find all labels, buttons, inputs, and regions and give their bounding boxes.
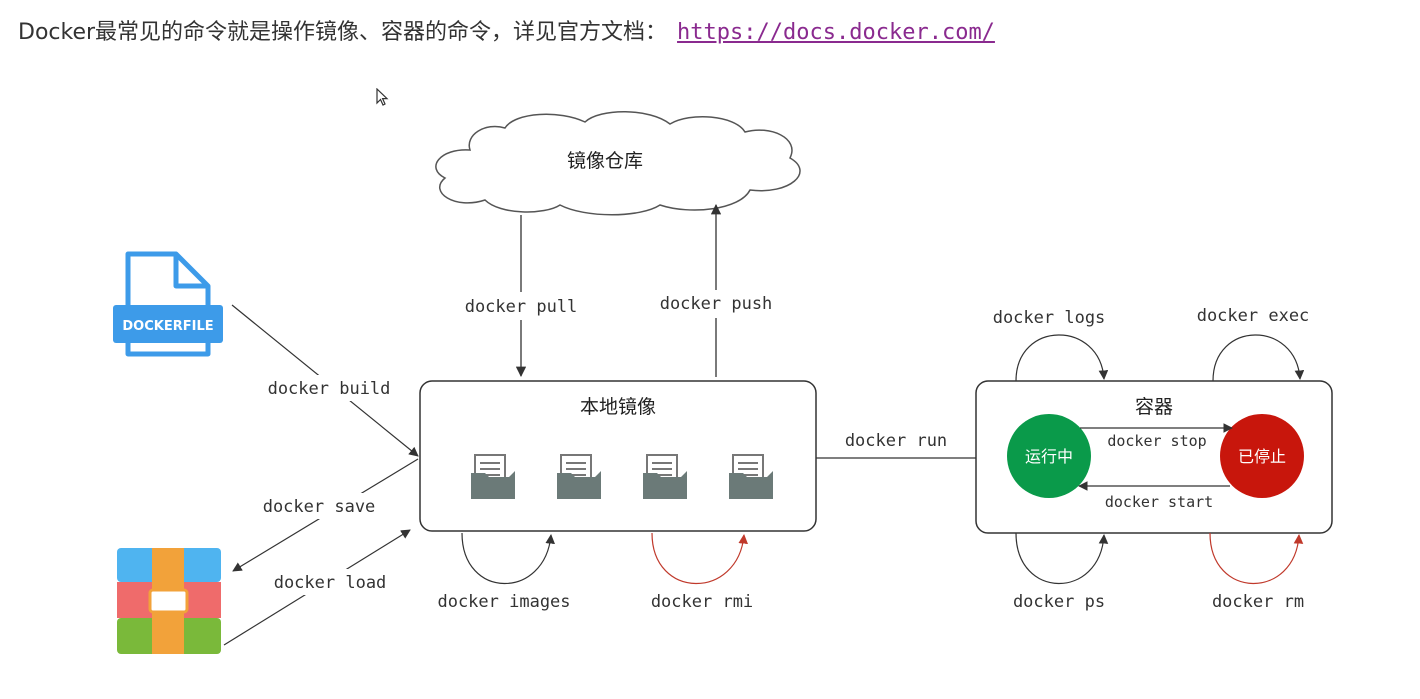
docker-images-label: docker images: [437, 592, 570, 612]
local-images-box: [419, 380, 817, 532]
docs-link[interactable]: https://docs.docker.com/: [677, 20, 995, 45]
ps-loop-arrow: [1015, 532, 1109, 584]
rmi-loop-arrow: [651, 532, 748, 584]
stopped-state-circle: [1220, 414, 1304, 498]
docker-logs-label: docker logs: [993, 308, 1106, 328]
docker-load-label: docker load: [274, 573, 387, 593]
image-file-icon: [471, 454, 515, 499]
local-images-label: 本地镜像: [580, 396, 656, 418]
dockerfile-label: DOCKERFILE: [122, 319, 213, 334]
stopped-state-label: 已停止: [1238, 447, 1286, 466]
docker-rmi-label: docker rmi: [651, 592, 753, 612]
image-file-icon: [643, 454, 687, 499]
docker-rm-label: docker rm: [1212, 592, 1304, 612]
archive-icon: [117, 548, 221, 654]
header-text: Docker最常见的命令就是操作镜像、容器的命令，详见官方文档： https://…: [18, 14, 995, 46]
registry-cloud: 镜像仓库: [435, 111, 801, 216]
docker-save-label: docker save: [263, 497, 376, 517]
docker-ps-label: docker ps: [1013, 592, 1105, 612]
docker-pull-label: docker pull: [465, 297, 578, 317]
docker-start-label: docker start: [1105, 493, 1213, 511]
rm-loop-arrow: [1209, 532, 1304, 584]
exec-loop-arrow: [1212, 334, 1305, 382]
header-intro: Docker最常见的命令就是操作镜像、容器的命令，详见官方文档：: [18, 20, 668, 45]
logs-loop-arrow: [1015, 334, 1109, 382]
running-state-label: 运行中: [1025, 447, 1073, 466]
docker-stop-label: docker stop: [1107, 432, 1206, 450]
docker-exec-label: docker exec: [1197, 306, 1310, 326]
running-state-circle: [1007, 414, 1091, 498]
dockerfile-icon: DOCKERFILE: [113, 251, 223, 357]
docker-run-label: docker run: [845, 431, 947, 451]
registry-label: 镜像仓库: [567, 150, 643, 172]
mouse-cursor-icon: [376, 88, 389, 106]
image-file-icon: [557, 454, 601, 499]
container-label: 容器: [1135, 396, 1173, 418]
docker-push-label: docker push: [660, 294, 773, 314]
images-loop-arrow: [461, 532, 555, 584]
docker-build-label: docker build: [268, 379, 391, 399]
image-file-icon: [729, 454, 773, 499]
